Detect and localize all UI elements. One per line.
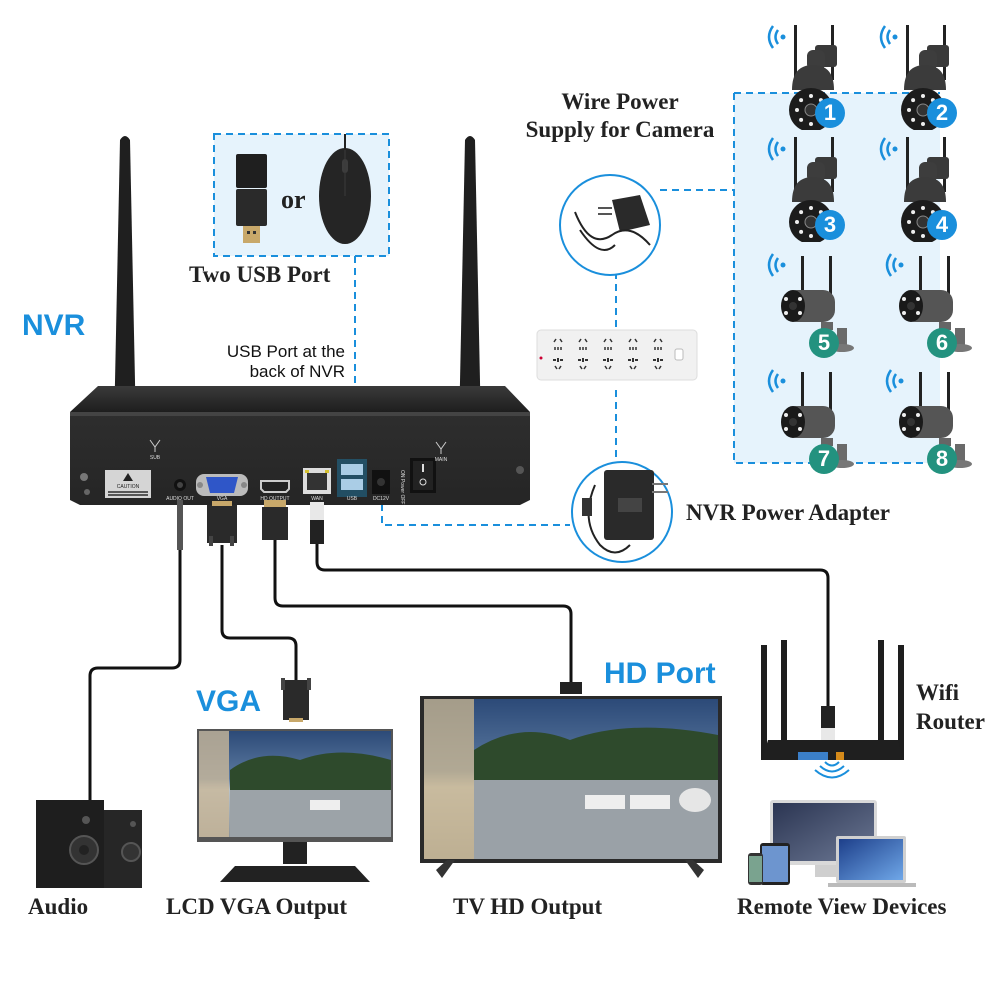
wifi-signal-icon bbox=[767, 137, 786, 161]
or-label: or bbox=[281, 185, 306, 214]
usb-port-note-line2: back of NVR bbox=[249, 362, 345, 381]
wifi-signal-icon bbox=[885, 253, 904, 277]
nvr-label: NVR bbox=[22, 309, 86, 342]
camera-number-badge: 6 bbox=[927, 328, 957, 358]
wifi-signal-icon bbox=[767, 25, 786, 49]
camera-number-badge: 1 bbox=[815, 98, 845, 128]
camera-number-badge: 2 bbox=[927, 98, 957, 128]
wifi-router-label-line2: Router bbox=[916, 709, 985, 734]
tv-icon bbox=[420, 696, 722, 878]
audio-label: Audio bbox=[28, 894, 89, 919]
power-socket-icon bbox=[628, 338, 638, 370]
usb-stick-icon bbox=[236, 154, 267, 243]
audio-cable bbox=[88, 500, 183, 800]
power-strip-icon bbox=[536, 329, 698, 381]
remote-devices-icon bbox=[748, 800, 916, 887]
nvr-power-adapter-label: NVR Power Adapter bbox=[686, 500, 890, 525]
camera-1: 1 bbox=[765, 20, 855, 130]
camera-number-badge: 3 bbox=[815, 210, 845, 240]
ethernet-cable bbox=[310, 502, 835, 742]
speakers-icon bbox=[36, 800, 142, 888]
camera-4: 4 bbox=[877, 132, 967, 242]
two-usb-port-label: Two USB Port bbox=[189, 262, 331, 287]
lcd-vga-output-label: LCD VGA Output bbox=[166, 894, 348, 919]
usb-port-note-line1: USB Port at the bbox=[226, 342, 345, 361]
camera-2: 2 bbox=[877, 20, 967, 130]
wire-power-label-line1: Wire Power bbox=[561, 89, 679, 114]
port-label-usb: USB bbox=[347, 496, 358, 502]
wifi-signal-icon bbox=[879, 25, 898, 49]
vga-cable bbox=[207, 501, 311, 722]
wifi-router-icon bbox=[761, 640, 904, 779]
vga-label: VGA bbox=[196, 685, 262, 718]
camera-8: 8 bbox=[883, 364, 973, 474]
hdmi-cable bbox=[262, 500, 582, 694]
camera-7: 7 bbox=[765, 364, 855, 474]
camera-group-dashed-border bbox=[733, 92, 940, 464]
camera-power-adapter-icon bbox=[559, 174, 661, 276]
hd-port-label: HD Port bbox=[604, 657, 716, 690]
remote-view-devices-label: Remote View Devices bbox=[737, 894, 947, 919]
caution-label: CAUTION bbox=[117, 484, 140, 490]
nvr-power-adapter-icon bbox=[571, 461, 673, 563]
camera-number-badge: 5 bbox=[809, 328, 839, 358]
usb-port-note: USB Port at the back of NVR bbox=[150, 342, 345, 382]
wifi-signal-icon bbox=[885, 369, 904, 393]
camera-number-badge: 8 bbox=[927, 444, 957, 474]
wire-power-label-line2: Supply for Camera bbox=[525, 117, 715, 142]
camera-3: 3 bbox=[765, 132, 855, 242]
mouse-icon bbox=[319, 134, 371, 244]
power-socket-icon bbox=[603, 338, 613, 370]
power-socket-icon bbox=[653, 338, 663, 370]
port-label-dc: DC12V bbox=[373, 496, 390, 502]
power-socket-icon bbox=[578, 338, 588, 370]
wifi-router-label: Wifi Router bbox=[916, 678, 985, 736]
tv-hd-output-label: TV HD Output bbox=[453, 894, 603, 919]
port-label-hd: HD OUTPUT bbox=[260, 496, 289, 502]
wifi-signal-icon bbox=[767, 253, 786, 277]
antenna-label-right: MAIN bbox=[435, 457, 448, 463]
wifi-router-label-line1: Wifi bbox=[916, 680, 960, 705]
camera-6: 6 bbox=[883, 248, 973, 358]
lcd-monitor-icon bbox=[197, 729, 393, 882]
camera-5: 5 bbox=[765, 248, 855, 358]
port-label-audio: AUDIO OUT bbox=[166, 496, 194, 502]
camera-number-badge: 7 bbox=[809, 444, 839, 474]
power-switch-label: ON Power OFF bbox=[399, 470, 405, 504]
port-label-vga: VGA bbox=[217, 496, 228, 502]
wire-power-label: Wire Power Supply for Camera bbox=[500, 88, 740, 144]
wifi-signal-icon bbox=[879, 137, 898, 161]
camera-group-highlight bbox=[734, 93, 940, 463]
antenna-label-left: SUB bbox=[150, 455, 161, 461]
power-socket-icon bbox=[553, 338, 563, 370]
nvr-device: CAUTION SUB MAIN AUDIO OUT VGA HD O bbox=[70, 386, 530, 505]
wifi-signal-icon bbox=[767, 369, 786, 393]
port-label-wan: WAN bbox=[311, 496, 323, 502]
camera-number-badge: 4 bbox=[927, 210, 957, 240]
